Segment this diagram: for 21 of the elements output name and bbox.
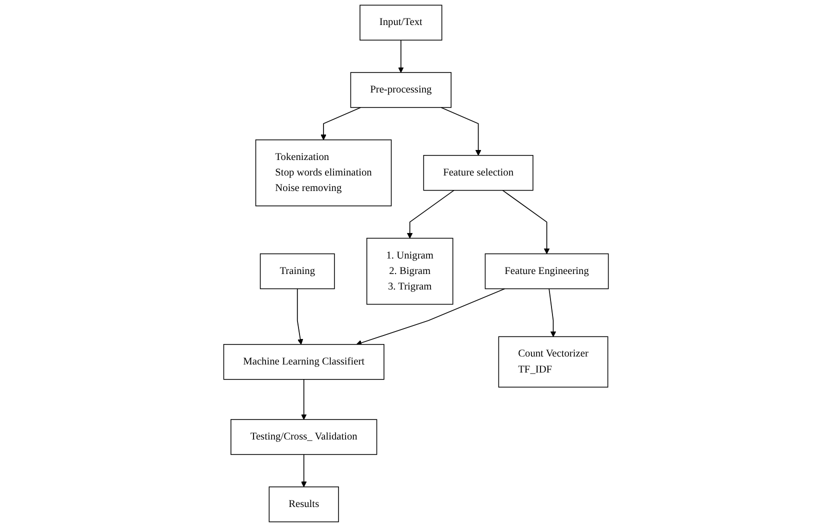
node-box: Feature Engineering — [485, 253, 610, 290]
node-box: Tokenization Stop words elimination Noise removing — [256, 139, 392, 206]
arrow — [301, 454, 308, 488]
node-box: Count Vectorizer TF_IDF — [498, 336, 609, 388]
node-box: Testing/Cross_ Validation — [231, 419, 378, 455]
arrow — [398, 40, 404, 73]
node-box: Pre-processing — [350, 72, 452, 108]
node-box: Machine Learning Classifiert — [224, 344, 385, 380]
arrow — [356, 288, 506, 346]
node-box: Training — [260, 253, 336, 290]
arrow — [297, 288, 304, 345]
arrow — [441, 107, 482, 156]
node-box: 1. Unigram 2. Bigram 3. Trigram — [366, 238, 454, 305]
arrow — [502, 190, 550, 254]
arrow — [301, 378, 308, 420]
node-box: Input/Text — [360, 4, 443, 41]
node-box: Results — [269, 486, 340, 522]
node-box: Feature selection — [424, 155, 534, 191]
arrow — [549, 288, 557, 337]
arrow — [321, 107, 362, 140]
arrow — [407, 190, 455, 238]
